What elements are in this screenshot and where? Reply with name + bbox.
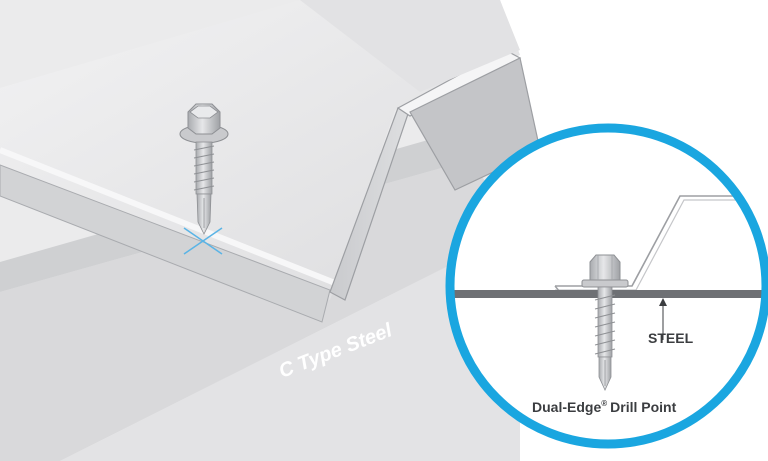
roof-panel-scene: C Type Steel bbox=[0, 0, 541, 461]
drill-point-brand: Dual-Edge bbox=[532, 399, 601, 415]
self-drilling-screw-icon bbox=[581, 254, 629, 391]
self-drilling-screw-icon bbox=[179, 103, 229, 235]
steel-leader-arrow bbox=[659, 298, 667, 306]
upper-steel-plane bbox=[300, 0, 520, 92]
roof-sheet-lip bbox=[0, 164, 331, 323]
c-type-steel-beam-face bbox=[0, 160, 520, 461]
registered-mark: ® bbox=[601, 399, 607, 408]
callout-ring bbox=[445, 123, 768, 449]
crosshair-mark-icon bbox=[183, 227, 223, 255]
steel-label: STEEL bbox=[648, 330, 694, 346]
roof-sheet-edge bbox=[0, 147, 337, 286]
drill-point-suffix: Drill Point bbox=[610, 399, 676, 415]
callout-magnifier: STEEL Dual-Edge®Drill Point bbox=[445, 123, 768, 449]
drill-point-label: Dual-Edge®Drill Point bbox=[532, 399, 677, 415]
c-type-steel-beam-shadow bbox=[60, 230, 520, 461]
